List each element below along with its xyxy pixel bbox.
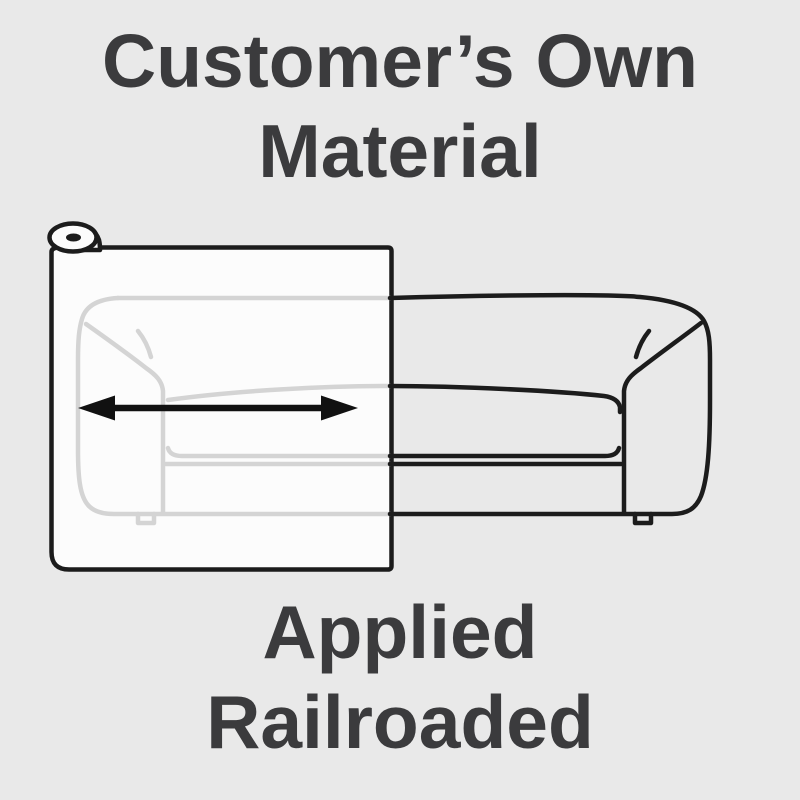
arrow-left-head <box>78 395 115 421</box>
arrow-shaft <box>100 404 340 412</box>
fabric-white-group <box>47 221 394 572</box>
sofa-ghost-seat-top-line <box>165 383 393 403</box>
sofa-ghost-foot <box>135 511 157 526</box>
horizontal-grain-direction-arrow <box>78 395 358 421</box>
caption-line-1: Applied <box>262 590 538 674</box>
sofa-ghost-left-arm-outline <box>75 295 393 517</box>
sofa-seat-front-upper-line <box>387 445 622 459</box>
sofa-ghost-arm-fold-line <box>135 328 154 360</box>
sofa-back-and-right-arm-outline <box>387 292 713 517</box>
fabric-roll-core-hole <box>66 233 81 242</box>
sofa-group <box>387 292 713 526</box>
sofa-ghost-group <box>75 295 393 526</box>
sofa-foot <box>632 511 654 526</box>
sofa-arm-fold-line <box>633 328 652 360</box>
arrow-right-head <box>321 395 358 421</box>
caption-line-2: Railroaded <box>206 680 594 764</box>
sofa-ghost-seat-front-upper-line <box>165 445 393 459</box>
sofa-arm-roll-curve <box>621 320 704 515</box>
sofa-seat-top-line <box>387 383 623 415</box>
title-line-1: Customer’s Own <box>102 19 698 103</box>
sofa-ghost-arm-roll-curve <box>83 321 166 515</box>
title-line-2: Material <box>258 109 542 193</box>
